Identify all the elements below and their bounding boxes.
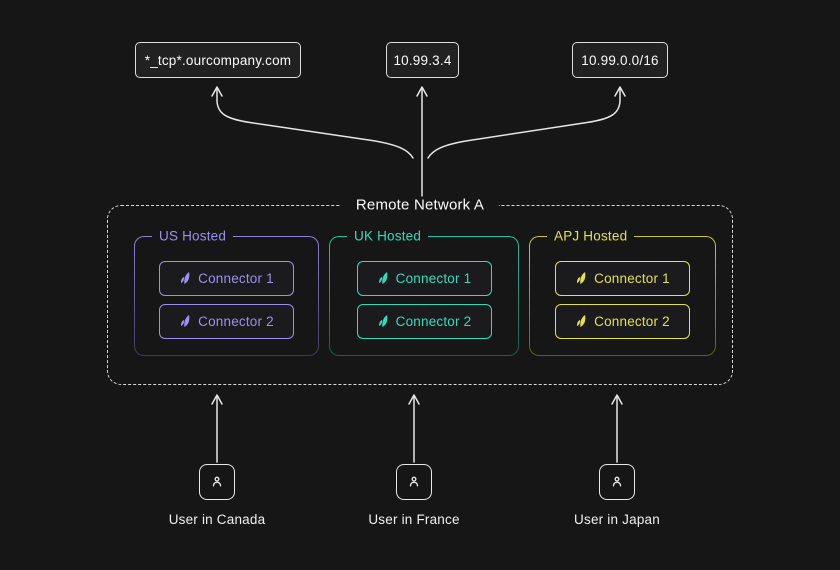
endpoint-cidr-label: 10.99.0.0/16 bbox=[581, 52, 659, 68]
leaf-icon bbox=[179, 314, 190, 328]
endpoint-ip-label: 10.99.3.4 bbox=[393, 52, 452, 68]
group-uk-label: UK Hosted bbox=[347, 228, 429, 244]
connector-label: Connector 1 bbox=[594, 270, 670, 286]
endpoint-domain-label: *_tcp*.ourcompany.com bbox=[144, 52, 292, 68]
uk-connector-2: Connector 2 bbox=[356, 303, 492, 339]
arrowhead-user-canada bbox=[211, 394, 223, 405]
connector-label: Connector 2 bbox=[198, 313, 274, 329]
leaf-icon bbox=[575, 314, 586, 328]
leaf-icon bbox=[179, 271, 190, 285]
leaf-icon bbox=[377, 271, 388, 285]
user-canada-label: User in Canada bbox=[168, 512, 266, 527]
user-france-label: User in France bbox=[368, 512, 460, 527]
person-icon bbox=[409, 476, 419, 487]
group-us-body: Connector 1 Connector 2 bbox=[135, 237, 318, 355]
group-us-label: US Hosted bbox=[152, 228, 234, 244]
connector-label: Connector 1 bbox=[395, 270, 472, 286]
group-us-hosted: Connector 1 Connector 2 US Hosted bbox=[134, 228, 319, 356]
group-apj-hosted: Connector 1 Connector 2 APJ Hosted bbox=[529, 228, 716, 356]
arrowhead-user-japan bbox=[611, 394, 623, 405]
endpoint-cidr-box: 10.99.0.0/16 bbox=[572, 42, 668, 78]
arrowhead-right bbox=[614, 86, 626, 97]
user-japan-box bbox=[599, 464, 635, 500]
endpoint-domain-box: *_tcp*.ourcompany.com bbox=[135, 42, 301, 78]
arrow-branch-left bbox=[216, 88, 414, 159]
leaf-icon bbox=[377, 314, 388, 328]
us-connector-2: Connector 2 bbox=[159, 303, 294, 339]
arrow-branch-right bbox=[427, 88, 621, 159]
group-apj-label: APJ Hosted bbox=[547, 228, 635, 244]
apj-connector-1: Connector 1 bbox=[555, 260, 690, 296]
arrowhead-left bbox=[211, 86, 223, 97]
connector-label: Connector 2 bbox=[395, 313, 472, 329]
group-apj-body: Connector 1 Connector 2 bbox=[530, 237, 715, 355]
us-connector-1: Connector 1 bbox=[159, 260, 294, 296]
group-uk-hosted: Connector 1 Connector 2 UK Hosted bbox=[329, 228, 519, 356]
user-canada-box bbox=[199, 464, 235, 500]
endpoint-ip-box: 10.99.3.4 bbox=[386, 42, 459, 78]
arrowhead-center bbox=[416, 86, 428, 97]
user-japan-label: User in Japan bbox=[574, 512, 660, 527]
apj-connector-2: Connector 2 bbox=[555, 303, 690, 339]
user-france-box bbox=[396, 464, 432, 500]
arrowhead-user-france bbox=[408, 394, 420, 405]
remote-network-title: Remote Network A bbox=[340, 196, 500, 214]
remote-network-container: Remote Network A Connector 1 Connector 2… bbox=[107, 196, 733, 385]
connector-label: Connector 1 bbox=[198, 270, 274, 286]
person-icon bbox=[212, 476, 222, 487]
uk-connector-1: Connector 1 bbox=[356, 260, 492, 296]
person-icon bbox=[612, 476, 622, 487]
leaf-icon bbox=[575, 271, 586, 285]
group-uk-body: Connector 1 Connector 2 bbox=[330, 237, 518, 355]
connector-label: Connector 2 bbox=[594, 313, 670, 329]
